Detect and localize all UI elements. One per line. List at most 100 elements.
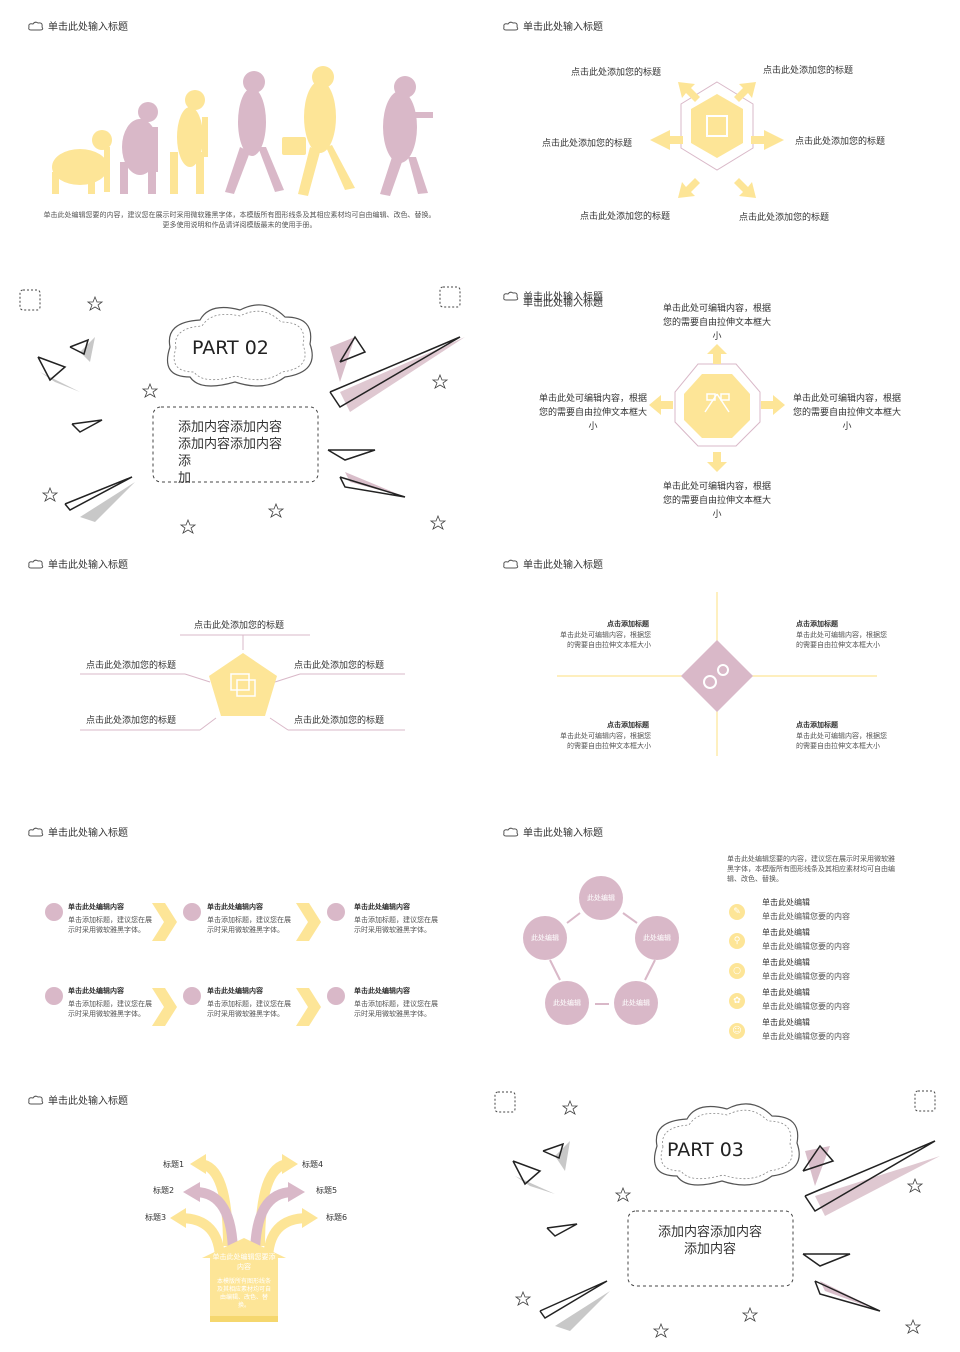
label-top[interactable]: 点击此处添加您的标题	[194, 621, 285, 631]
branch-label-6[interactable]: 标题6	[326, 1213, 348, 1222]
item-icon-4: ✿	[729, 993, 745, 1009]
slide-title-duplicate[interactable]: 单击此处输入标题	[523, 298, 603, 309]
item3-body[interactable]: 单击此处编辑您要的内容	[762, 972, 850, 981]
text-left[interactable]: 单击此处可编辑内容，根据您的需要自由拉伸文本框大小	[538, 394, 647, 432]
box-icon	[706, 115, 728, 137]
step5-title[interactable]: 单击此处编辑内容	[207, 987, 263, 995]
branch-label-1[interactable]: 标题1	[163, 1160, 185, 1169]
slide-pentagon: 单击此处输入标题 点击此处添加您的标题 点击此处添加您的标题 点击此处添加您的标…	[20, 550, 490, 812]
text-bottom[interactable]: 单击此处可编辑内容，根据您的需要自由拉伸文本框大小	[662, 482, 771, 520]
branch-label-3[interactable]: 标题3	[145, 1213, 167, 1222]
label-mid-left[interactable]: 点击此处添加您的标题	[86, 661, 177, 671]
slide-part03: PART 03 添加内容添加内容添加内容	[485, 1086, 955, 1348]
slide-title[interactable]: 单击此处输入标题	[503, 556, 603, 571]
octagon-diagram	[649, 344, 785, 472]
step1-title[interactable]: 单击此处编辑内容	[68, 903, 124, 911]
paper-planes-decor	[19, 286, 465, 534]
item4-title[interactable]: 单击此处编辑	[762, 988, 810, 997]
block-tr-title[interactable]: 点击添加标题	[796, 620, 838, 628]
pentagon-diagram	[80, 634, 405, 731]
part-content-box[interactable]: 添加内容添加内容添加内容添加内容添 加	[178, 420, 296, 486]
item1-body[interactable]: 单击此处编辑您要的内容	[762, 912, 850, 921]
block-tl-body[interactable]: 单击此处可编辑内容，根据您的需要自由拉伸文本框大小	[560, 631, 651, 649]
item3-title[interactable]: 单击此处编辑	[762, 958, 810, 967]
text-right[interactable]: 单击此处可编辑内容，根据您的需要自由拉伸文本框大小	[792, 394, 901, 432]
item5-title[interactable]: 单击此处编辑	[762, 1018, 810, 1027]
cycle-node-2[interactable]: 此处编辑	[523, 916, 567, 960]
slide-circle-cycle: 单击此处输入标题 此处编辑 此处编辑 此处编辑 此处编辑 此处编辑 单击此处编辑…	[495, 818, 960, 1080]
part-label[interactable]: PART 03	[667, 1139, 744, 1161]
branch-label-5[interactable]: 标题5	[316, 1186, 338, 1195]
text-top[interactable]: 单击此处可编辑内容，根据您的需要自由拉伸文本框大小	[662, 304, 771, 342]
part-content-box[interactable]: 添加内容添加内容添加内容	[657, 1225, 762, 1257]
item5-body[interactable]: 单击此处编辑您要的内容	[762, 1032, 850, 1041]
label-bottom-right[interactable]: 点击此处添加您的标题	[739, 213, 830, 223]
item1-title[interactable]: 单击此处编辑	[762, 898, 810, 907]
label-top-left[interactable]: 点击此处添加您的标题	[571, 68, 662, 78]
label-bottom-left[interactable]: 点击此处添加您的标题	[86, 716, 177, 726]
branch-label-4[interactable]: 标题4	[302, 1160, 324, 1169]
slide-title[interactable]: 单击此处输入标题	[28, 556, 128, 571]
label-mid-left[interactable]: 点击此处添加您的标题	[542, 139, 633, 149]
slide-title[interactable]: 单击此处输入标题	[28, 1092, 128, 1107]
step2-title[interactable]: 单击此处编辑内容	[207, 903, 263, 911]
label-top-right[interactable]: 点击此处添加您的标题	[763, 66, 854, 76]
cycle-node-3[interactable]: 此处编辑	[635, 916, 679, 960]
slide-diamond: 单击此处输入标题 点击添加标题 单击此处可编辑内容，根据您的需要自由拉伸文本框大…	[495, 550, 960, 812]
slide-title[interactable]: 单击此处输入标题	[503, 824, 603, 839]
cycle-node-5[interactable]: 此处编辑	[614, 981, 658, 1025]
branch-label-2[interactable]: 标题2	[153, 1186, 175, 1195]
slide-process-arrows: 单击此处输入标题 单击此处编辑内容 单击添加标题，建议您在展示时采用微软雅黑字体…	[20, 818, 490, 1080]
block-tl-title[interactable]: 点击添加标题	[607, 620, 649, 628]
step3-body[interactable]: 单击添加标题，建议您在展示时采用微软雅黑字体。	[354, 916, 438, 934]
cycle-node-4[interactable]: 此处编辑	[545, 981, 589, 1025]
label-bottom-left[interactable]: 点击此处添加您的标题	[580, 212, 671, 222]
branch-main-text[interactable]: 单击此处编辑您要添内容	[212, 1253, 276, 1271]
copy-icon	[230, 673, 256, 697]
cycle-description[interactable]: 单击此处编辑您要的内容，建议您在展示时采用微软雅黑字体，本模版所有图形线条及其相…	[727, 855, 895, 883]
block-br-body[interactable]: 单击此处可编辑内容，根据您的需要自由拉伸文本框大小	[796, 732, 887, 750]
star-icons	[514, 1099, 924, 1338]
item2-title[interactable]: 单击此处编辑	[762, 928, 810, 937]
item4-body[interactable]: 单击此处编辑您要的内容	[762, 1002, 850, 1011]
gear-icon	[703, 664, 729, 689]
evolution-silhouettes	[52, 66, 433, 196]
step2-body[interactable]: 单击添加标题，建议您在展示时采用微软雅黑字体。	[207, 916, 291, 934]
label-mid-right[interactable]: 点击此处添加您的标题	[795, 137, 886, 147]
step1-body[interactable]: 单击添加标题，建议您在展示时采用微软雅黑字体。	[68, 916, 152, 934]
slide-title[interactable]: 单击此处输入标题	[28, 824, 128, 839]
chevron-arrows	[45, 903, 345, 1026]
branching-arrow	[170, 1154, 318, 1322]
cycle-node-1[interactable]: 此处编辑	[579, 876, 623, 920]
slide-title[interactable]: 单击此处输入标题	[503, 18, 603, 33]
flags-icon	[704, 393, 730, 413]
slide-evolution: 单击此处输入标题 单击此处编辑您要的内容，建议您在展示时采	[20, 12, 490, 274]
slide-title[interactable]: 单击此处输入标题	[28, 18, 128, 33]
slide-title[interactable]: 单击此处输入标题	[503, 288, 603, 303]
step6-body[interactable]: 单击添加标题，建议您在展示时采用微软雅黑字体。	[354, 1000, 438, 1018]
slide-caption[interactable]: 单击此处编辑您要的内容，建议您在展示时采用微软雅黑字体，本模版所有图形线条及其相…	[43, 211, 436, 229]
item2-body[interactable]: 单击此处编辑您要的内容	[762, 942, 850, 951]
label-bottom-right[interactable]: 点击此处添加您的标题	[294, 716, 385, 726]
slide-hexagon: 单击此处输入标题 点击此处添加您的标题 点击此处添加您的标题 点击此处添加您的标…	[495, 12, 960, 274]
step6-title[interactable]: 单击此处编辑内容	[354, 987, 410, 995]
item-icon-1: ✎	[729, 904, 745, 920]
cross-diagram	[557, 592, 877, 756]
block-br-title[interactable]: 点击添加标题	[796, 721, 838, 729]
label-mid-right[interactable]: 点击此处添加您的标题	[294, 661, 385, 671]
step5-body[interactable]: 单击添加标题，建议您在展示时采用微软雅黑字体。	[207, 1000, 291, 1018]
block-bl-title[interactable]: 点击添加标题	[607, 721, 649, 729]
block-tr-body[interactable]: 单击此处可编辑内容，根据您的需要自由拉伸文本框大小	[796, 631, 887, 649]
step4-title[interactable]: 单击此处编辑内容	[68, 987, 124, 995]
hexagon-diagram	[650, 81, 784, 198]
step4-body[interactable]: 单击添加标题，建议您在展示时采用微软雅黑字体。	[68, 1000, 152, 1018]
part-label[interactable]: PART 02	[192, 337, 269, 359]
slide-branch-arrows: 单击此处输入标题 标题1 标题2 标题3 标题4 标题5 标题6 单击此处编辑您…	[20, 1086, 490, 1348]
cycle-connectors	[549, 912, 656, 1005]
block-bl-body[interactable]: 单击此处可编辑内容，根据您的需要自由拉伸文本框大小	[560, 732, 651, 750]
slide-octagon: 单击此处输入标题 单击此处输入标题 单击此处可编辑内容，根据您的需要自由拉伸文本…	[495, 282, 960, 544]
slide-part02: PART 02 添加内容添加内容添加内容添加内容添 加	[10, 282, 480, 544]
branch-sub-text[interactable]: 本模版所有图形线条及其相应素材均可自由编辑、改色、替换。	[216, 1278, 271, 1309]
step3-title[interactable]: 单击此处编辑内容	[354, 903, 410, 911]
item-icon-3: ○	[729, 963, 745, 979]
